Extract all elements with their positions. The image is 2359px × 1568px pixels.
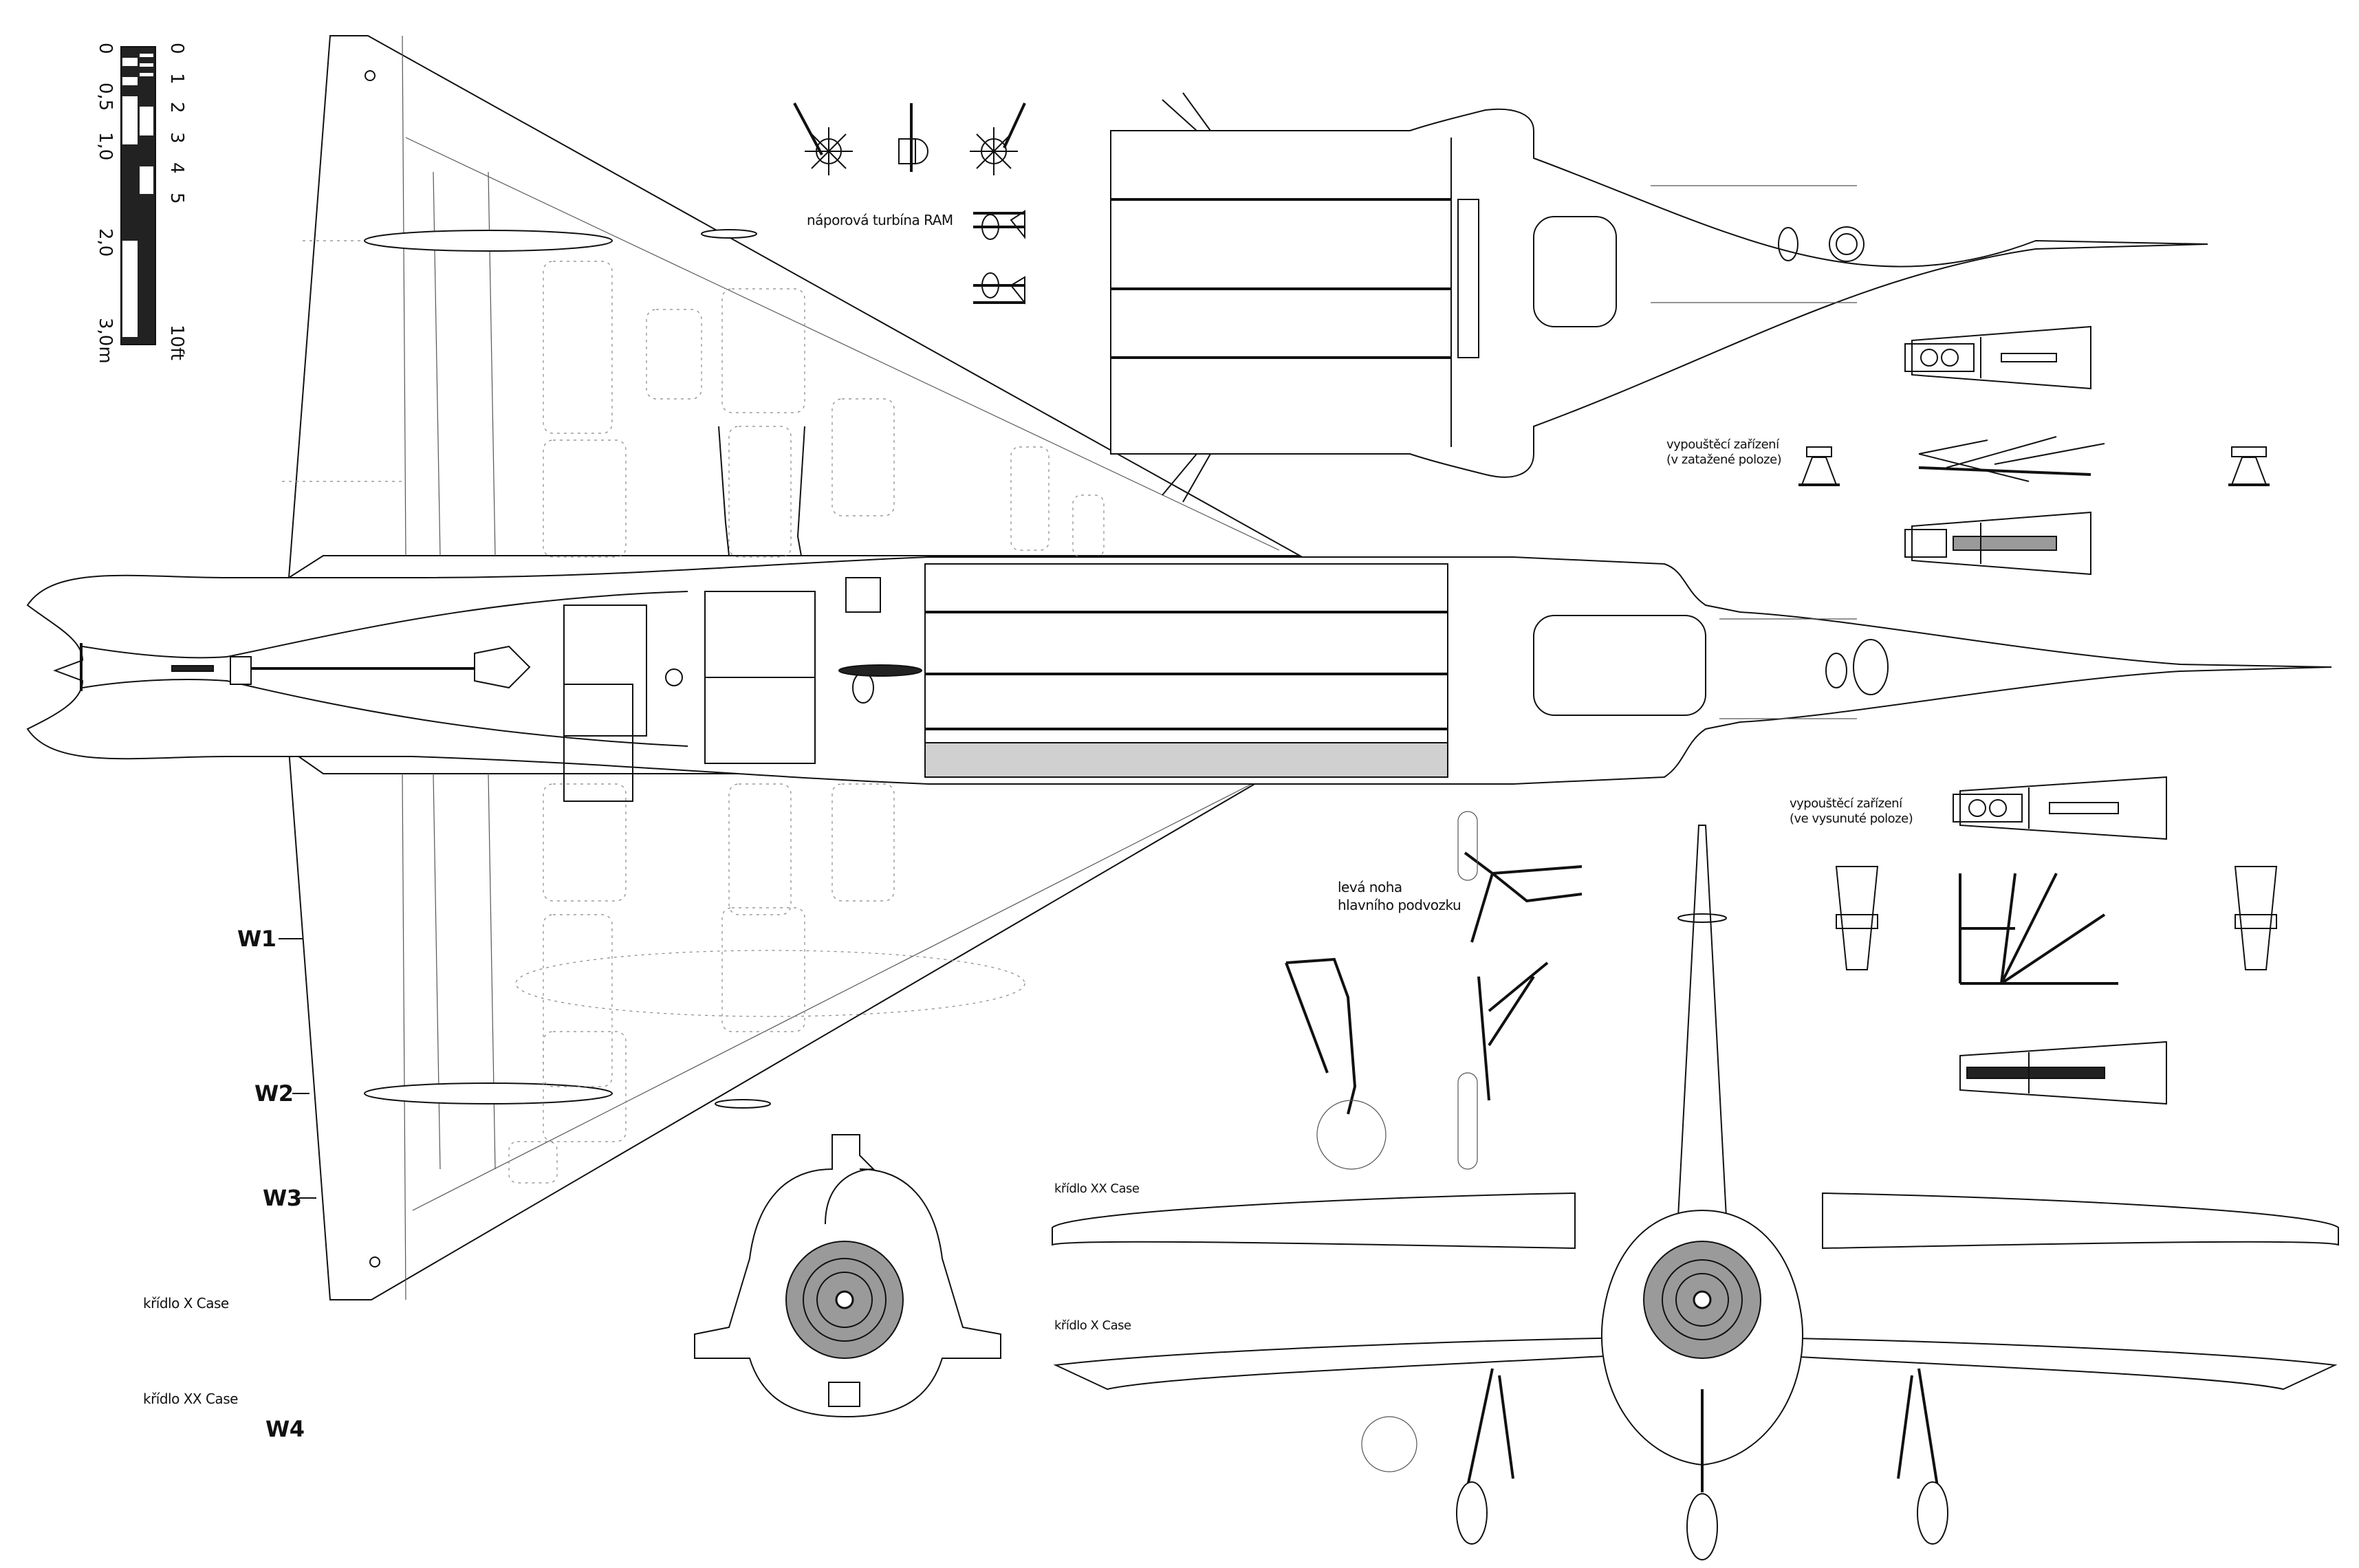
label-left-main-gear-1: levá noha — [1338, 879, 1402, 895]
front-view — [1052, 825, 2339, 1560]
release-device-retracted — [1798, 325, 2270, 576]
scale-bar-segment — [122, 241, 138, 337]
wing-x-case-left — [1053, 1336, 1631, 1391]
scale-bar-segment — [140, 54, 153, 57]
scale-metric-tick: 2,0 — [95, 228, 116, 257]
drop-tank-front — [1361, 1416, 1417, 1472]
scale-metric-tick: 0,5 — [95, 83, 116, 111]
scale-bar-segment — [140, 63, 153, 67]
scale-bar — [120, 46, 156, 345]
gear-wheel-outline — [1316, 1100, 1387, 1170]
left-main-gear-details — [1285, 811, 1583, 1170]
nose-gear — [1686, 1389, 1718, 1560]
lower-wing-pylon — [364, 1082, 613, 1104]
label-left-main-gear-2: hlavního podvozku — [1338, 897, 1461, 913]
scale-bar-segment — [140, 166, 153, 194]
scale-imperial-tick: 0 — [166, 43, 187, 54]
label-wing-xx-case-plan: křídlo XX Case — [143, 1391, 238, 1407]
vertical-fin — [1677, 825, 1728, 1218]
main-gear-right — [1897, 1368, 1948, 1545]
scale-imperial-tick: 4 — [166, 162, 187, 174]
upper-wing-pylon — [364, 230, 613, 252]
scale-imperial-tick: 5 — [166, 193, 187, 204]
wing-station-w3: W3 — [263, 1185, 302, 1211]
label-release-retracted-1: vypouštěcí zařízení — [1666, 437, 1779, 452]
drop-tank-outline — [515, 950, 1025, 1017]
label-wing-xx-case-front: křídlo XX Case — [1054, 1182, 1140, 1196]
plan-view — [26, 35, 2332, 1300]
top-view-nose — [1110, 92, 2208, 503]
wing-xx-case-left — [1052, 1192, 1576, 1250]
nose-gear-door — [1533, 615, 1706, 716]
label-release-extended-1: vypouštěcí zařízení — [1790, 796, 1902, 811]
scale-bar-segment — [122, 96, 138, 144]
label-release-extended-2: (ve vysunuté poloze) — [1790, 812, 1913, 826]
scale-bar-segment — [122, 77, 138, 85]
wing-station-w4: W4 — [265, 1416, 305, 1442]
label-wing-x-case-front: křídlo X Case — [1054, 1318, 1131, 1333]
wing-x-case-right — [1760, 1336, 2338, 1391]
extended-linkage — [1959, 873, 2118, 985]
scale-bar-segment — [122, 58, 138, 66]
wing-station-w1: W1 — [237, 926, 276, 952]
scale-imperial-tick: 2 — [166, 102, 187, 113]
scale-bar-segment — [140, 107, 153, 135]
scale-metric-tick: 0 — [95, 43, 116, 54]
upper-delta-wing — [287, 35, 1303, 579]
scale-metric-tick: 3,0m — [95, 318, 116, 364]
bay-hatched-strip — [924, 742, 1448, 778]
release-device-extended — [1835, 776, 2278, 1105]
ram-turbine-details — [793, 102, 1026, 305]
scale-bar-segment — [140, 73, 153, 76]
label-release-retracted-2: (v zatažené poloze) — [1666, 453, 1782, 467]
scale-metric-tick: 1,0 — [95, 132, 116, 161]
main-gear-left — [1456, 1368, 1514, 1545]
wing-station-w2: W2 — [254, 1080, 294, 1107]
wing-xx-case-right — [1822, 1192, 2339, 1250]
scale-imperial-tick: 10ft — [166, 325, 187, 360]
top-canopy — [1533, 216, 1617, 327]
scale-imperial-tick: 3 — [166, 132, 187, 144]
scale-imperial-tick: 1 — [166, 73, 187, 85]
label-wing-x-case-plan: křídlo X Case — [143, 1295, 229, 1311]
label-ram-turbine: náporová turbína RAM — [807, 212, 953, 228]
weapons-bay — [924, 563, 1448, 778]
rear-engine-view — [694, 1134, 1001, 1418]
